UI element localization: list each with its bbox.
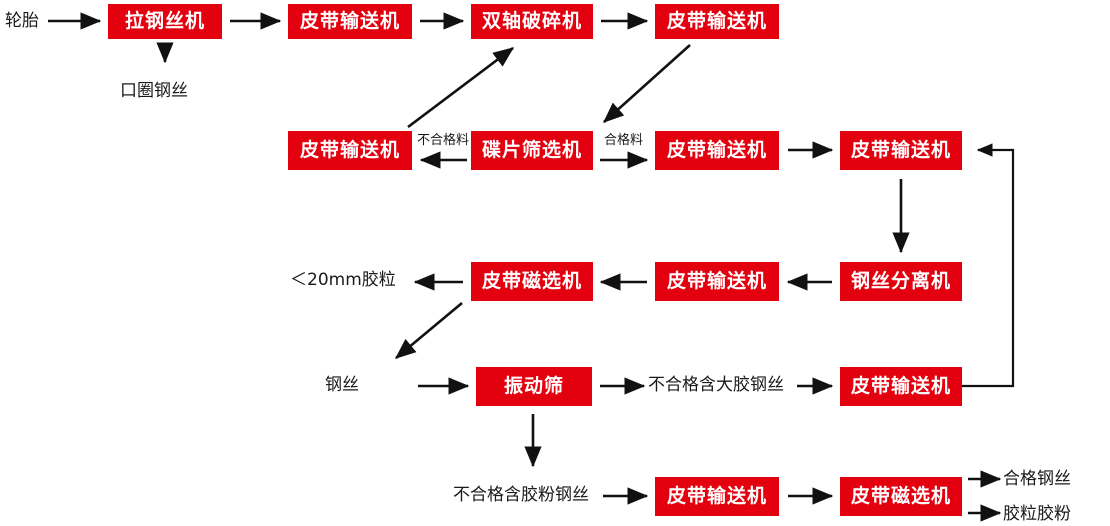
node-belt-conveyor-3[interactable]: 皮带输送机 (655, 131, 779, 170)
edge-group-row5 (603, 470, 1002, 522)
label-granule-under-20mm: ＜20mm胶粒 (290, 269, 396, 290)
node-belt-conveyor-6[interactable]: 皮带输送机 (840, 367, 962, 406)
label-tire: 轮胎 (5, 10, 39, 31)
node-belt-conveyor-2[interactable]: 皮带输送机 (655, 4, 779, 39)
label-reject-wire-large-rubber: 不合格含大胶钢丝 (648, 374, 784, 395)
node-wire-drawing-machine[interactable]: 拉钢丝机 (108, 4, 222, 39)
edge-conveyor-reject-to-shredder (407, 46, 515, 129)
edge-label-unqualified-material: 不合格料 (417, 133, 470, 148)
node-twin-shaft-shredder[interactable]: 双轴破碎机 (471, 4, 593, 39)
edge-label-qualified-material: 合格料 (604, 133, 644, 148)
node-belt-conveyor-reject-return[interactable]: 皮带输送机 (288, 131, 412, 170)
edge-conveyor2-to-discscreen (603, 44, 691, 123)
node-belt-conveyor-5[interactable]: 皮带输送机 (655, 262, 779, 301)
label-rubber-granule-powder: 胶粒胶粉 (1003, 503, 1071, 524)
edge-group-diagonals (395, 44, 691, 359)
edge-return-loop (962, 143, 1015, 388)
node-disc-screening-machine[interactable]: 碟片筛选机 (471, 131, 593, 170)
label-qualified-steel-wire: 合格钢丝 (1003, 468, 1071, 489)
edge-group-row4 (418, 377, 834, 468)
node-steel-wire-separator[interactable]: 钢丝分离机 (840, 262, 962, 301)
label-bead-wire: 口圈钢丝 (120, 80, 188, 101)
edge-group-row1 (48, 12, 649, 64)
edge-group-row2 (419, 141, 910, 254)
node-belt-conveyor-7[interactable]: 皮带输送机 (655, 477, 779, 516)
node-belt-conveyor-1[interactable]: 皮带输送机 (288, 4, 412, 39)
node-belt-magnetic-separator-2[interactable]: 皮带磁选机 (840, 477, 962, 516)
label-reject-wire-rubber-powder: 不合格含胶粉钢丝 (453, 484, 589, 505)
edge-conveyor6-return-to-conveyor4 (962, 143, 1015, 388)
node-belt-magnetic-separator-1[interactable]: 皮带磁选机 (471, 262, 593, 301)
node-vibrating-screen[interactable]: 振动筛 (476, 367, 592, 406)
node-belt-conveyor-4[interactable]: 皮带输送机 (840, 131, 962, 170)
label-steel-wire: 钢丝 (325, 374, 359, 395)
edge-magnetic-to-steelwire (395, 302, 463, 359)
